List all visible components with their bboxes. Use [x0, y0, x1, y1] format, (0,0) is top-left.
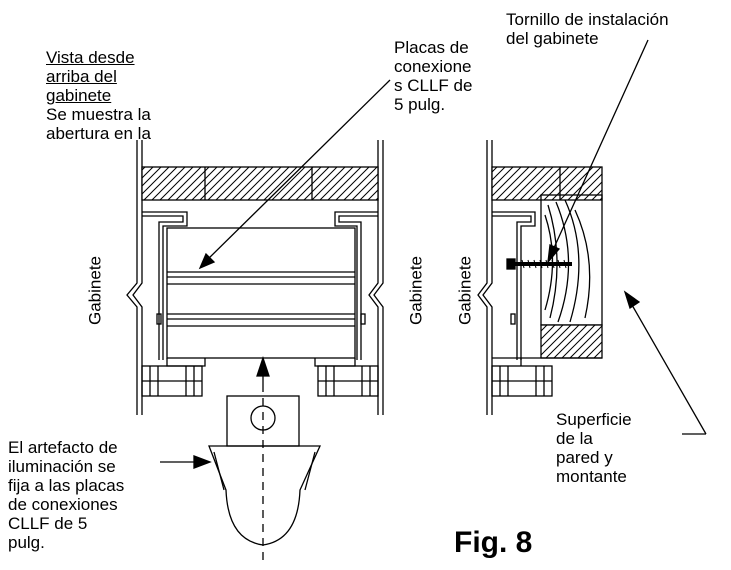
wall-line-4: montante	[556, 467, 627, 486]
plates-line-3: s CLLF de	[394, 76, 473, 95]
cabinet-label-middle: Gabinete	[406, 256, 426, 325]
fixture-label: El artefacto de iluminación se fija a la…	[8, 438, 124, 552]
fixture-head	[208, 445, 322, 546]
connection-plates	[166, 227, 356, 359]
fixture-line-2: iluminación se	[8, 457, 116, 476]
plates-line-4: 5 pulg.	[394, 95, 446, 114]
fixture-line-6: pulg.	[8, 533, 45, 552]
cabinet-label-right: Gabinete	[455, 256, 475, 325]
plates-label: Placas de conexione s CLLF de 5 pulg.	[394, 38, 472, 114]
fixture-line-4: de conexiones	[8, 495, 118, 514]
installation-screw	[506, 258, 572, 270]
lower-slab	[540, 324, 603, 359]
right-cabinet-wall	[368, 140, 379, 415]
top-view-drawing	[126, 79, 391, 562]
left-foot	[166, 358, 206, 367]
top-view-label: Vista desde arriba del gabinete Se muest…	[46, 48, 151, 143]
screw-leader	[552, 39, 649, 251]
fixture-line-3: fija a las placas	[8, 476, 125, 495]
wall-line-1: Superficie	[556, 410, 632, 429]
wall-line-3: pared y	[556, 448, 613, 467]
plates-line-1: Placas de	[394, 38, 469, 57]
fixture-line-5: CLLF de 5	[8, 514, 88, 533]
top-view-line-4: Se muestra la	[46, 105, 151, 124]
ceiling-slab	[141, 166, 379, 201]
cabinet-label-left: Gabinete	[85, 256, 105, 325]
left-bracket	[142, 211, 188, 360]
top-view-line-5: abertura en la	[46, 124, 151, 143]
wall-label: Superficie de la pared y montante	[556, 410, 632, 486]
wall-leader	[631, 304, 707, 435]
fixture-line-1: El artefacto de	[8, 438, 118, 457]
screw-line-2: del gabinete	[506, 29, 599, 48]
right-bracket	[334, 211, 378, 360]
plates-line-2: conexione	[394, 57, 472, 76]
side-view-drawing	[477, 39, 707, 435]
wall-line-2: de la	[556, 429, 593, 448]
top-view-line-3: gabinete	[46, 86, 112, 105]
screw-label: Tornillo de instalación del gabinete	[506, 10, 669, 48]
screw-line-1: Tornillo de instalación	[506, 10, 669, 29]
top-view-line-1: Vista desde	[46, 48, 135, 67]
left-cabinet-wall	[126, 140, 138, 415]
plates-leader	[204, 79, 391, 263]
top-view-line-2: arriba del	[46, 67, 117, 86]
figure-number: Fig. 8	[454, 526, 533, 559]
